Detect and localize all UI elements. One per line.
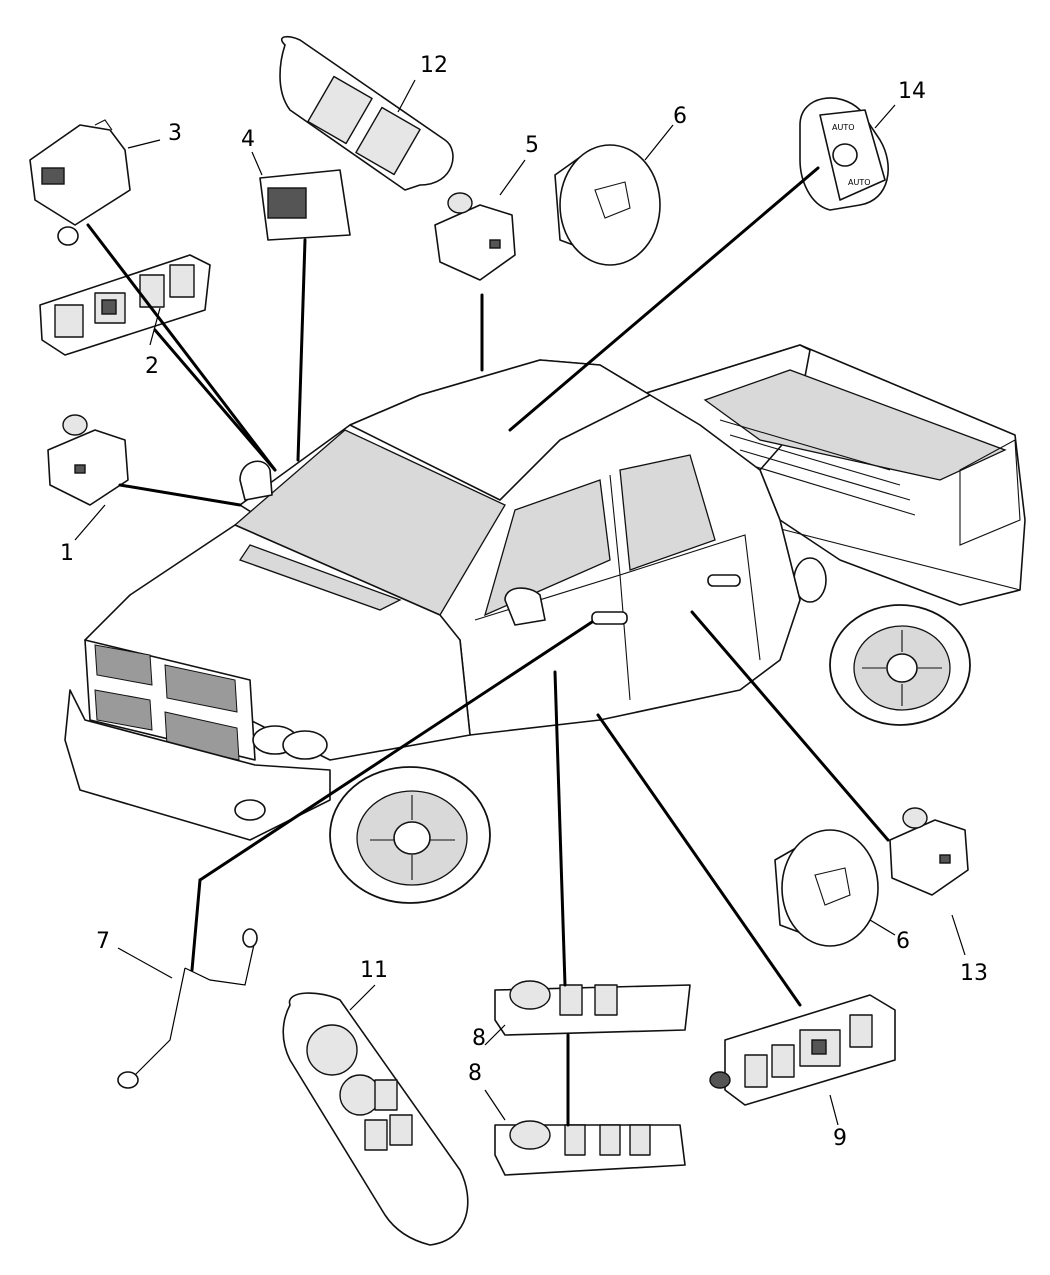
callout-12: 12 — [420, 53, 448, 78]
rear-wheel — [829, 604, 971, 726]
callout-8-top: 8 — [472, 1026, 486, 1051]
switch-part-1 — [47, 414, 129, 506]
pickup-truck — [64, 344, 1026, 904]
switch-part-13 — [889, 807, 969, 896]
auto-down-label: AUTO — [848, 178, 871, 187]
switch-part-5 — [434, 192, 516, 281]
bezel-part-12 — [279, 35, 454, 191]
bezel-part-11 — [282, 992, 469, 1246]
callout-5: 5 — [525, 133, 539, 158]
callout-labels: 3 4 12 5 6 14 2 1 7 11 8 8 9 6 13 — [60, 53, 988, 1151]
switch-part-2 — [39, 254, 211, 356]
callout-6-bottom: 6 — [896, 929, 910, 954]
callout-6-top: 6 — [673, 104, 687, 129]
callout-14: 14 — [898, 79, 926, 104]
switch-part-8-bottom — [494, 1120, 686, 1176]
front-wheel — [329, 766, 491, 904]
callout-9: 9 — [833, 1126, 847, 1151]
auto-up-label: AUTO — [832, 123, 855, 132]
callout-8-bottom: 8 — [468, 1061, 482, 1086]
cover-part-6-top — [554, 144, 661, 266]
callout-3: 3 — [168, 121, 182, 146]
callout-13: 13 — [960, 961, 988, 986]
switch-part-14: AUTO AUTO — [799, 97, 889, 211]
switch-part-8-top — [494, 980, 691, 1036]
switch-part-4 — [259, 169, 351, 241]
harness-part-7 — [117, 928, 258, 1089]
callout-7: 7 — [96, 929, 110, 954]
callout-1: 1 — [60, 541, 74, 566]
leader-lines — [74, 79, 966, 1127]
switch-part-9 — [709, 994, 896, 1106]
callout-2: 2 — [145, 354, 159, 379]
callout-4: 4 — [241, 127, 255, 152]
switch-part-3 — [29, 119, 131, 246]
cover-part-6-bottom — [774, 829, 879, 947]
callout-11: 11 — [360, 958, 388, 983]
